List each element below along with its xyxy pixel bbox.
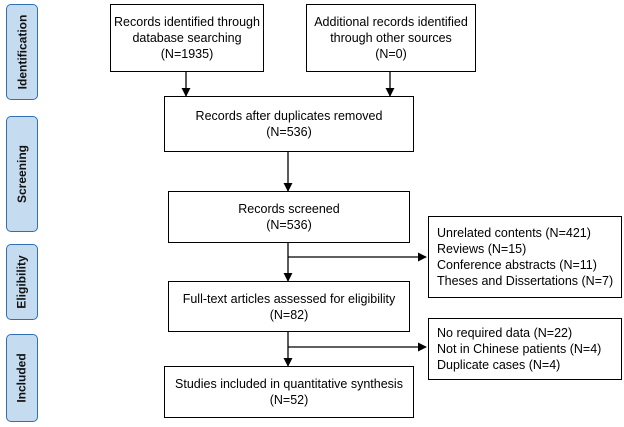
phase-screening: Screening (6, 116, 38, 232)
box-line: (N=536) (266, 125, 312, 139)
box-line: (N=82) (269, 307, 309, 322)
box-duplicates-removed: Records after duplicates removed (N=536) (164, 96, 414, 152)
box-line: through other sources (330, 31, 452, 45)
box-line: database searching (132, 31, 242, 45)
box-line: Studies included in quantitative synthes… (175, 377, 403, 391)
box-studies-included: Studies included in quantitative synthes… (164, 366, 414, 418)
box-line: No required data (N=22) (437, 326, 573, 340)
box-line: (N=1935) (160, 47, 214, 61)
box-line: Conference abstracts (N=11) (437, 258, 597, 272)
box-database-records: Records identified through database sear… (110, 4, 264, 72)
box-line: Unrelated contents (N=421) (437, 226, 591, 240)
box-line: Additional records identified (314, 15, 468, 29)
box-line: (N=52) (269, 393, 309, 407)
box-line: Not in Chinese patients (N=4) (437, 342, 602, 356)
box-line: Reviews (N=15) (437, 242, 527, 256)
phase-eligibility: Eligibility (6, 244, 38, 320)
box-line: Full-text articles assessed for eligibil… (182, 291, 396, 306)
box-line: Records identified through (114, 15, 260, 29)
box-line: Duplicate cases (N=4) (437, 358, 561, 372)
box-line: Records after duplicates removed (195, 109, 383, 123)
box-line: (N=536) (266, 218, 312, 232)
box-excluded-fulltext: No required data (N=22) Not in Chinese p… (428, 318, 622, 380)
box-records-screened: Records screened (N=536) (168, 191, 410, 243)
phase-included: Included (6, 334, 38, 422)
box-line: (N=0) (375, 47, 407, 61)
box-line: Records screened (238, 202, 340, 216)
box-other-sources: Additional records identified through ot… (306, 4, 476, 72)
phase-identification: Identification (6, 4, 38, 100)
box-excluded-screening: Unrelated contents (N=421) Reviews (N=15… (428, 216, 622, 298)
box-line: Theses and Dissertations (N=7) (437, 274, 614, 288)
box-fulltext-assessed: Full-text articles assessed for eligibil… (168, 281, 410, 332)
